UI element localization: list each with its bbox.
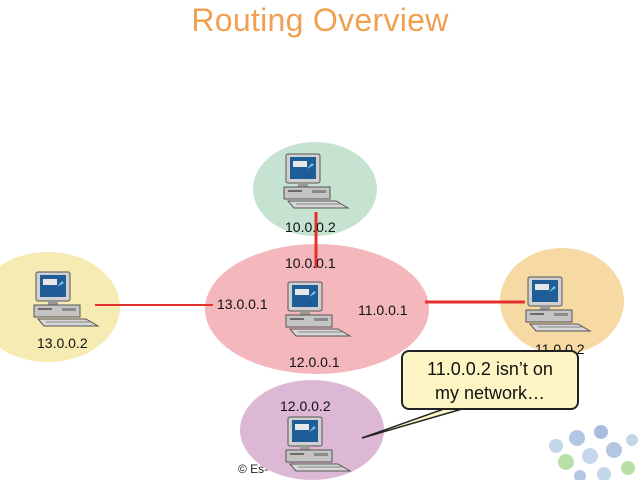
decorative-dots	[549, 425, 638, 480]
callout-line-2: my network…	[434, 383, 546, 403]
router-right-interface-label: 11.0.0.1	[358, 302, 408, 318]
bottom-host-computer-icon	[285, 416, 351, 472]
top-host-ip-label: 10.0.0.2	[285, 219, 336, 235]
left-host-computer-icon	[33, 271, 99, 327]
bottom-host-ip-label: 12.0.0.2	[280, 398, 331, 414]
router-top-interface-label: 10.0.0.1	[285, 255, 336, 271]
router-left-interface-label: 13.0.0.1	[217, 296, 268, 312]
page-title: Routing Overview	[191, 2, 449, 38]
callout-line-1: 11.0.0.2 isn’t on	[427, 359, 553, 379]
copyright-footer: © Es-	[238, 462, 269, 476]
router-bottom-interface-label: 12.0.0.1	[289, 354, 340, 370]
callout-bubble: 11.0.0.2 isn’t on my network…	[401, 350, 579, 410]
router-computer-icon	[285, 281, 351, 337]
left-host-ip-label: 13.0.0.2	[37, 335, 88, 351]
right-host-computer-icon	[525, 276, 591, 332]
top-host-computer-icon	[283, 153, 349, 209]
